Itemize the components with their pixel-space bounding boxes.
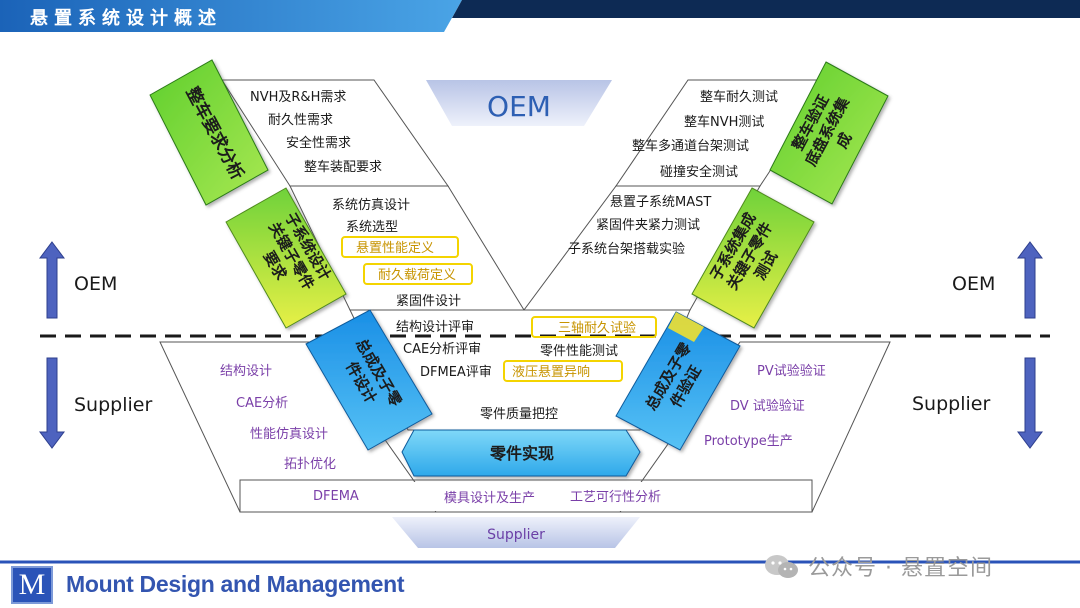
list-item: 整车多通道台架测试 xyxy=(632,138,749,154)
highlight-box xyxy=(503,360,623,382)
down-arrow-icon xyxy=(39,357,65,449)
highlight-box xyxy=(363,263,473,285)
up-arrow-icon xyxy=(39,241,65,319)
company-name: Mount Design and Management xyxy=(66,571,405,597)
list-item: 工艺可行性分析 xyxy=(570,490,661,505)
watermark: 公众号 · 悬置空间 xyxy=(808,556,993,581)
list-item: 耐久载荷定义 xyxy=(378,268,456,283)
list-item: 安全性需求 xyxy=(286,135,351,151)
left-side-arrows: OEM Supplier xyxy=(39,241,152,449)
banner-assembly-design: 总成及子零 件设计 xyxy=(305,309,433,451)
header-bar: 悬置系统设计概述 xyxy=(0,0,1080,32)
list-item: 三轴耐久试验 xyxy=(558,320,636,336)
list-item: 零件质量把控 xyxy=(480,407,558,422)
list-item: 结构设计 xyxy=(220,364,272,379)
list-item: 液压悬置异响 xyxy=(512,364,590,380)
banner-subsystem-design: 子系统设计 关键子零件 要求 xyxy=(225,187,347,329)
highlight-box xyxy=(531,316,657,338)
list-item: 拓扑优化 xyxy=(284,457,336,472)
list-item: 子系统台架搭载实验 xyxy=(568,241,685,257)
list-item: 性能仿真设计 xyxy=(250,427,328,442)
list-item: DV 试验验证 xyxy=(730,398,805,414)
supplier-right-list: PV试验验证 DV 试验验证 Prototype生产 xyxy=(704,363,826,449)
oem-top-label: OEM xyxy=(487,90,551,123)
svg-text:成: 成 xyxy=(833,130,856,152)
list-item: CAE分析 xyxy=(236,396,288,411)
list-item: CAE分析评审 xyxy=(403,342,481,357)
left-supplier-label: Supplier xyxy=(74,394,152,416)
list-item: 耐久性需求 xyxy=(268,113,333,128)
header-bar-bg xyxy=(0,0,1080,32)
list-item: 紧固件设计 xyxy=(396,294,461,309)
center-list: 结构设计评审 CAE分析评审 DFMEA评审 三轴耐久试验 零件性能测试 液压悬… xyxy=(396,316,657,422)
left-mid-list: 系统仿真设计 系统选型 悬置性能定义 耐久载荷定义 紧固件设计 xyxy=(332,198,473,309)
list-item: 紧固件夹紧力测试 xyxy=(596,218,700,233)
supplier-bottom-label: Supplier xyxy=(487,527,545,543)
svg-text:零件实现: 零件实现 xyxy=(489,444,554,463)
supplier-bottom-band xyxy=(250,482,806,511)
list-item: 碰撞安全测试 xyxy=(660,164,738,180)
list-item: 整车NVH测试 xyxy=(684,114,764,130)
left-top-list: NVH及R&H需求 耐久性需求 安全性需求 整车装配要求 xyxy=(250,90,382,175)
right-oem-label: OEM xyxy=(952,273,995,295)
right-mid-list: 悬置子系统MAST 紧固件夹紧力测试 子系统台架搭载实验 xyxy=(568,195,711,257)
list-item: PV试验验证 xyxy=(757,363,826,379)
highlight-box xyxy=(341,236,459,258)
up-arrow-icon xyxy=(1017,241,1043,319)
list-item: Prototype生产 xyxy=(704,434,793,449)
list-item: 整车装配要求 xyxy=(304,159,382,175)
list-item: 零件性能测试 xyxy=(540,344,618,359)
banner-part-realization: 零件实现 xyxy=(401,429,641,477)
supplier-left-list: 结构设计 CAE分析 性能仿真设计 拓扑优化 DFEMA xyxy=(220,364,359,504)
list-item: 悬置子系统MAST xyxy=(610,195,711,210)
list-item: 系统选型 xyxy=(346,220,398,235)
oem-top-shape xyxy=(426,80,612,126)
banner-vehicle-verify: 整车验证 底盘系统集 成 xyxy=(769,61,889,205)
right-top-list: 整车耐久测试 整车NVH测试 整车多通道台架测试 碰撞安全测试 xyxy=(632,89,778,180)
list-item: 整车耐久测试 xyxy=(700,89,778,105)
list-item: 系统仿真设计 xyxy=(332,198,410,213)
down-arrow-icon xyxy=(1017,357,1043,449)
right-side-arrows: OEM Supplier xyxy=(912,241,1043,449)
list-item: NVH及R&H需求 xyxy=(250,90,346,105)
list-item: 模具设计及生产 xyxy=(444,491,535,506)
supplier-bottom-shape xyxy=(392,517,640,548)
right-supplier-label: Supplier xyxy=(912,393,990,415)
company-logo: M xyxy=(11,566,53,604)
list-item: 悬置性能定义 xyxy=(356,241,434,256)
list-item: DFMEA评审 xyxy=(420,365,492,380)
left-oem-label: OEM xyxy=(74,273,117,295)
list-item: 结构设计评审 xyxy=(396,320,474,335)
wechat-icon xyxy=(765,555,798,578)
banner-vehicle-req: 整车要求分析 xyxy=(149,59,269,206)
page-title: 悬置系统设计概述 xyxy=(30,8,222,29)
list-item: DFEMA xyxy=(313,489,359,504)
supplier-bottom-list: 模具设计及生产 工艺可行性分析 xyxy=(444,490,661,506)
